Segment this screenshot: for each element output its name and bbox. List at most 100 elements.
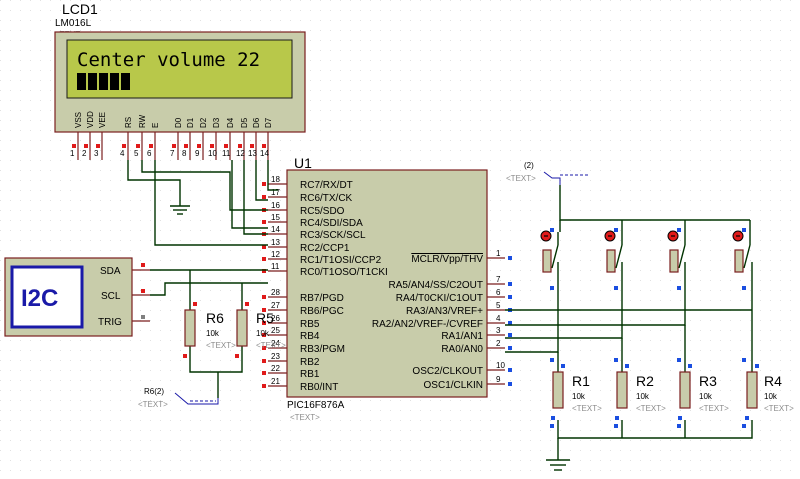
mcu-pin-name: RA2/AN2/VREF-/CVREF	[372, 319, 483, 330]
lcd-bar-graph	[77, 73, 130, 90]
resistor-ref: R6	[206, 310, 224, 326]
mcu-right-pins: 1MCLR/Vpp/THV7RA5/AN4/SS/C2OUT6RA4/T0CKI…	[372, 249, 512, 391]
push-button[interactable]	[667, 228, 686, 428]
resistor-value: 10k	[256, 329, 270, 338]
i2c-logo-box	[10, 265, 84, 329]
resistor-value: 10k	[572, 392, 586, 401]
mcu-pin-name: RB7/PGD	[300, 293, 344, 304]
resistor-r4[interactable]: R4 10k <TEXT>	[745, 364, 794, 420]
push-button[interactable]	[732, 228, 751, 428]
lcd-component[interactable]: LCD1 LM016L <TEXT> Center volume 22 VSS1…	[54, 1, 306, 160]
lcd-pin-label: D5	[240, 117, 249, 128]
power-r6-label: R6(2)	[144, 387, 164, 396]
mcu-pin-name: RA4/T0CKI/C1OUT	[396, 293, 483, 304]
resistor-value: 10k	[699, 392, 713, 401]
mcu-pin-name: RB2	[300, 357, 320, 368]
lcd-screen	[66, 39, 293, 99]
resistor-ref: R4	[764, 373, 782, 389]
lcd-bar-segment	[77, 73, 86, 90]
mcu-pin-name: RA0/AN0	[441, 344, 483, 355]
power-top-label: (2)	[524, 161, 534, 170]
i2c-component[interactable]: I2C SDA SCL TRIG	[4, 257, 150, 337]
lcd-pins: VSS1VDD2VEE3RS4RW5E6D07D18D29D310D411D51…	[70, 111, 273, 160]
i2c-label: I2C	[21, 285, 58, 312]
lcd-pin-number: 4	[120, 149, 125, 158]
resistor-value: 10k	[206, 329, 220, 338]
resistor-ref: R2	[636, 373, 654, 389]
power-terminal-r6[interactable]: R6(2) <TEXT>	[138, 387, 219, 409]
lcd-model: LM016L	[55, 18, 92, 29]
mcu-pin-number: 16	[271, 201, 280, 210]
mcu-pin-name: RC2/CCP1	[300, 243, 350, 254]
mcu-component[interactable]: U1 PIC16F876A <TEXT> 18RC7/RX/DT17RC6/TX…	[262, 155, 512, 422]
mcu-pin-number: 21	[271, 377, 280, 386]
lcd-ref: LCD1	[62, 1, 98, 17]
lcd-bar-segment	[110, 73, 119, 90]
mcu-pin-name: OSC2/CLKOUT	[412, 366, 483, 377]
lcd-pin-number: 1	[70, 149, 75, 158]
mcu-pin-name: RC0/T1OSO/T1CKI	[300, 267, 388, 278]
mcu-pin-name: RC6/TX/CK	[300, 193, 353, 204]
lcd-pin-label: D2	[199, 117, 208, 128]
resistor-placeholder: <TEXT>	[636, 404, 666, 413]
lcd-pin-label: VSS	[74, 112, 83, 128]
mcu-pin-number: 15	[271, 213, 280, 222]
mcu-pin-number: 10	[496, 361, 505, 370]
mcu-pin-name: RB5	[300, 319, 320, 330]
resistor-r3[interactable]: R3 10k <TEXT>	[678, 364, 729, 420]
mcu-pin-number: 24	[271, 339, 280, 348]
lcd-pin-number: 12	[236, 149, 245, 158]
mcu-pin-number: 12	[271, 250, 280, 259]
resistor-placeholder: <TEXT>	[572, 404, 602, 413]
lcd-pin-number: 10	[208, 149, 217, 158]
mcu-pin-number: 22	[271, 364, 280, 373]
resistor-ref: R3	[699, 373, 717, 389]
mcu-pin-number: 6	[496, 288, 501, 297]
push-button[interactable]	[540, 228, 559, 428]
push-buttons	[540, 228, 751, 428]
mcu-pin-name: RC5/SDO	[300, 206, 345, 217]
resistor-placeholder: <TEXT>	[699, 404, 729, 413]
resistor-value: 10k	[636, 392, 650, 401]
mcu-pin-name: RB3/PGM	[300, 344, 345, 355]
lcd-pin-number: 5	[134, 149, 139, 158]
mcu-pin-name: RA1/AN1	[441, 331, 483, 342]
power-r6-placeholder: <TEXT>	[138, 400, 168, 409]
mcu-pin-name: RC7/RX/DT	[300, 180, 353, 191]
lcd-bar-segment	[88, 73, 97, 90]
lcd-pin-label: D6	[252, 117, 261, 128]
mcu-body	[286, 169, 488, 398]
mcu-pin-number: 17	[271, 188, 280, 197]
lcd-pin-number: 14	[260, 149, 269, 158]
mcu-pin-number: 2	[496, 339, 501, 348]
lcd-pin-label: VEE	[98, 112, 107, 128]
mcu-pin-number: 3	[496, 326, 501, 335]
lcd-pin-label: D3	[212, 117, 221, 128]
mcu-pin-number: 27	[271, 301, 280, 310]
lcd-pin-number: 7	[170, 149, 175, 158]
lcd-pin-label: D0	[174, 117, 183, 128]
lcd-bar-segment	[121, 73, 130, 90]
lcd-pin-number: 11	[222, 149, 231, 158]
resistor-r2[interactable]: R2 10k <TEXT>	[615, 364, 666, 420]
push-button[interactable]	[604, 228, 623, 428]
resistor-placeholder: <TEXT>	[256, 341, 286, 350]
mcu-pin-number: 13	[271, 238, 280, 247]
power-terminal-top[interactable]: (2) <TEXT>	[506, 161, 590, 185]
i2c-pin-sda: SDA	[100, 266, 121, 277]
mcu-pin-name: RA5/AN4/SS/C2OUT	[389, 280, 483, 291]
mcu-pin-number: 23	[271, 352, 280, 361]
lcd-pin-label: D4	[226, 117, 235, 128]
resistor-placeholder: <TEXT>	[764, 404, 794, 413]
lcd-pin-number: 6	[147, 149, 152, 158]
power-top-placeholder: <TEXT>	[506, 174, 536, 183]
mcu-pin-number: 5	[496, 301, 501, 310]
mcu-left-pins: 18RC7/RX/DT17RC6/TX/CK16RC5/SDO15RC4/SDI…	[262, 175, 388, 393]
lcd-bar-segment	[99, 73, 108, 90]
resistor-value: 10k	[764, 392, 778, 401]
mcu-pin-number: 9	[496, 375, 501, 384]
